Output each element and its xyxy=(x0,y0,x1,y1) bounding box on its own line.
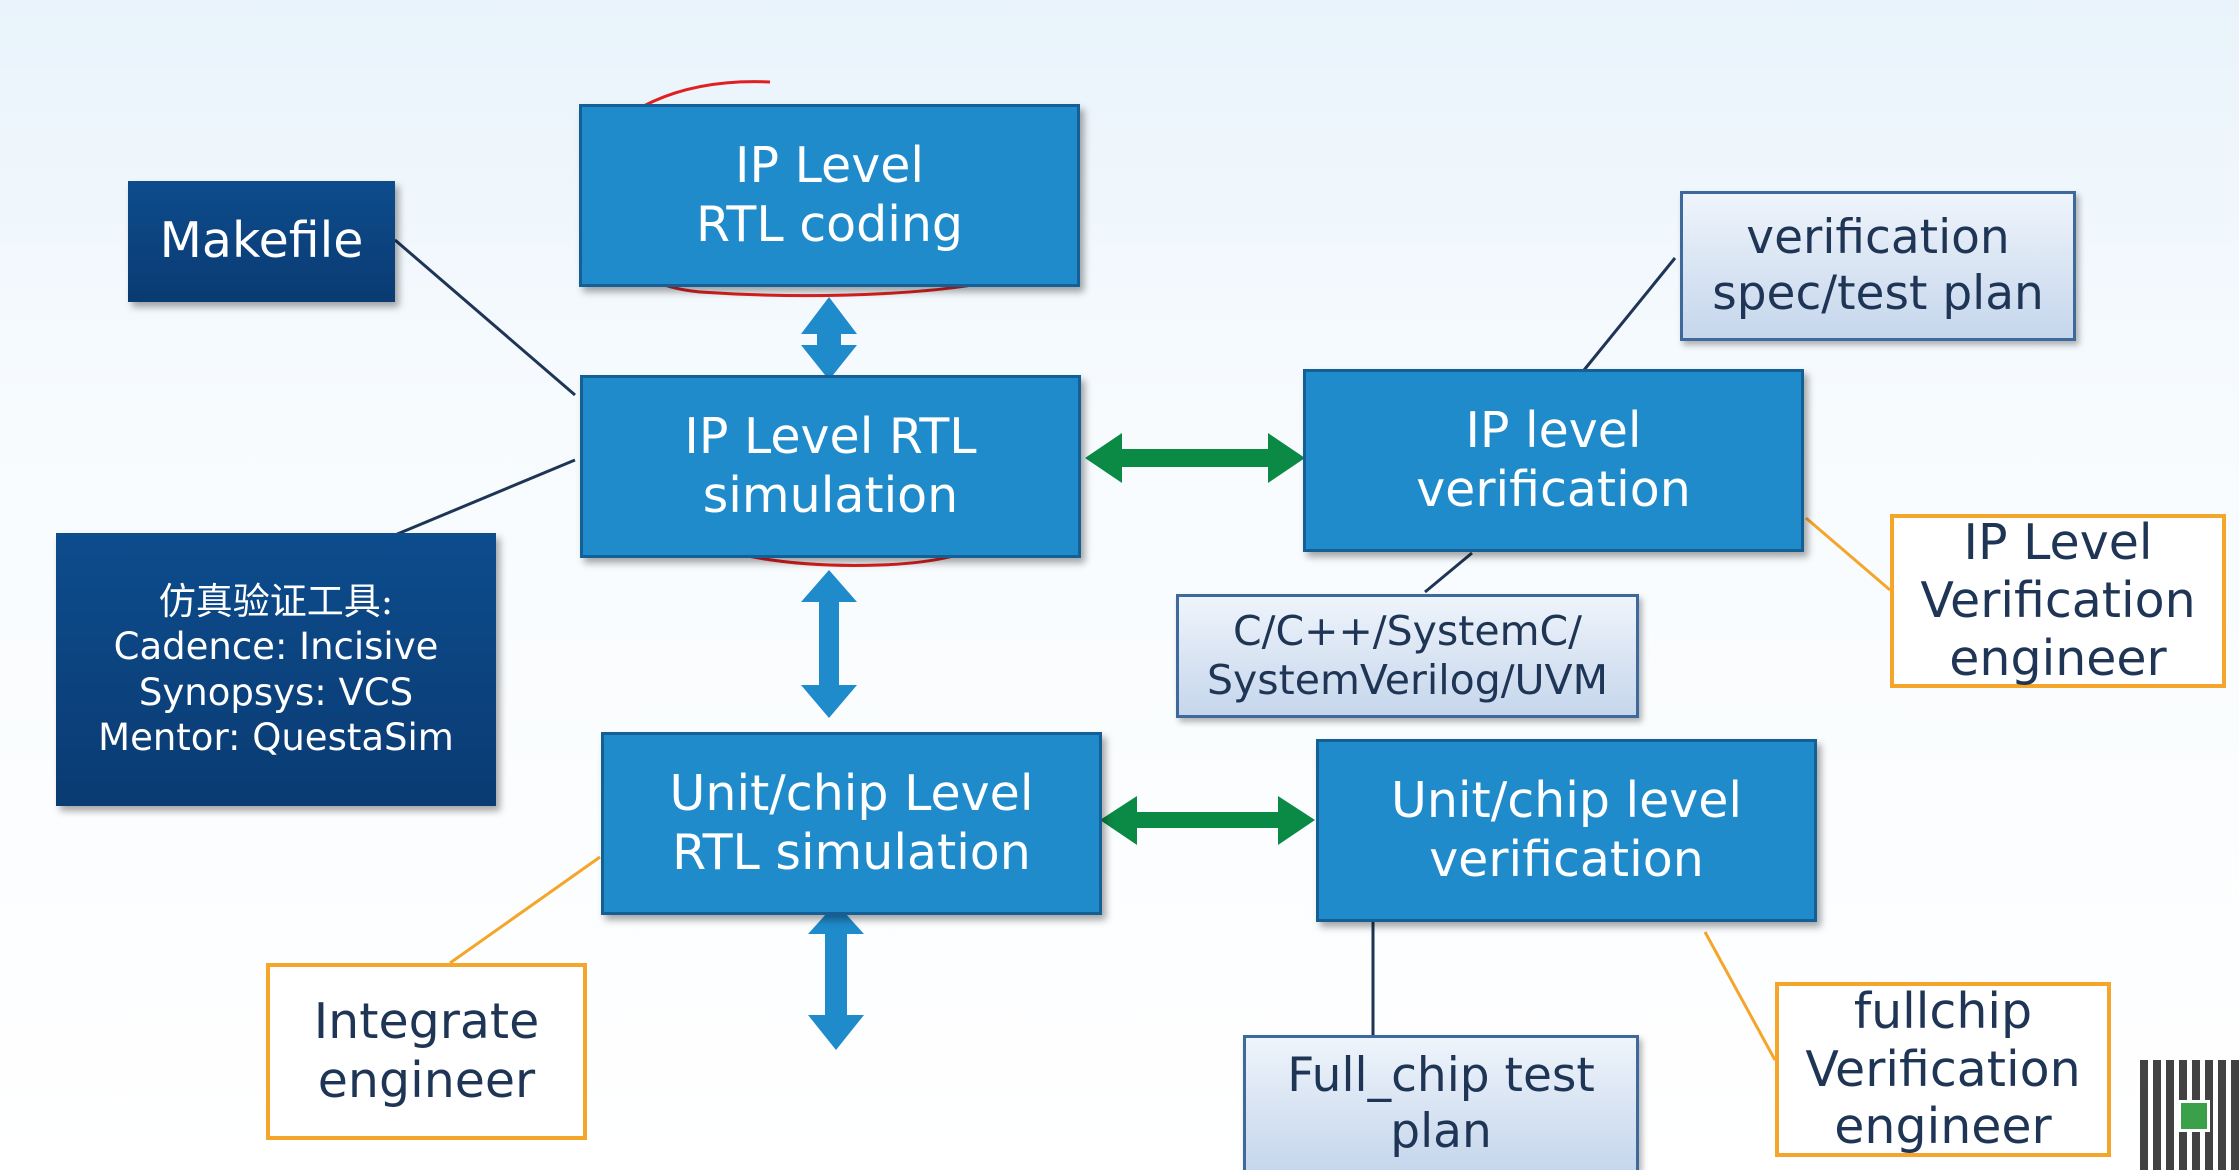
ip-rtl-sim-line1: IP Level RTL xyxy=(684,407,977,465)
verification-spec-box: verification spec/test plan xyxy=(1680,191,2076,341)
ip-rtl-sim-line2: simulation xyxy=(702,466,959,524)
makefile-label: Makefile xyxy=(159,212,364,270)
sim-tools-cadence: Cadence: Incisive xyxy=(113,625,439,669)
integrate-engineer-box: Integrate engineer xyxy=(266,963,587,1140)
fullchip-plan-line1: Full_chip test xyxy=(1287,1047,1595,1103)
languages-line2: SystemVerilog/UVM xyxy=(1207,656,1608,704)
verif-spec-line2: spec/test plan xyxy=(1712,266,2044,321)
fullchip-test-plan-box: Full_chip test plan xyxy=(1243,1035,1639,1170)
ip-rtl-simulation-box: IP Level RTL simulation xyxy=(580,375,1081,558)
fullchip-verification-engineer-box: fullchip Verification engineer xyxy=(1775,982,2111,1157)
qr-code-center xyxy=(2178,1100,2210,1132)
simulation-tools-box: 仿真验证工具: Cadence: Incisive Synopsys: VCS … xyxy=(56,533,496,806)
ip-rtl-coding-line1: IP Level xyxy=(735,136,924,194)
unit-verif-line1: Unit/chip level xyxy=(1390,771,1743,829)
fullchip-engineer-line2: Verification xyxy=(1805,1040,2081,1098)
ip-rtl-coding-box: IP Level RTL coding xyxy=(579,104,1080,287)
double-arrow-ipsim-unitsim xyxy=(801,570,857,718)
ip-engineer-line2: Verification xyxy=(1920,572,2196,630)
sim-tools-synopsys: Synopsys: VCS xyxy=(138,670,414,714)
unit-rtl-sim-line2: RTL simulation xyxy=(672,823,1031,881)
ip-engineer-connector xyxy=(1805,516,1891,592)
fullchip-plan-line2: plan xyxy=(1390,1104,1492,1159)
languages-connector xyxy=(1424,551,1473,594)
ip-verif-line2: verification xyxy=(1416,460,1691,518)
double-arrow-ipsim-ipverif xyxy=(1085,433,1305,483)
sim-tools-connector xyxy=(394,458,576,537)
unit-rtl-sim-line1: Unit/chip Level xyxy=(669,764,1034,822)
fullchip-engineer-line1: fullchip xyxy=(1853,982,2033,1040)
verif-spec-line1: verification xyxy=(1746,209,2010,265)
ip-verif-line1: IP level xyxy=(1465,401,1642,459)
double-arrow-unitsim-unitverif xyxy=(1100,796,1315,845)
unit-rtl-simulation-box: Unit/chip Level RTL simulation xyxy=(601,732,1102,915)
arrow-unitsim-down xyxy=(808,903,864,1050)
languages-line1: C/C++/SystemC/ xyxy=(1233,606,1582,655)
makefile-connector xyxy=(394,238,576,397)
fullchip-engineer-connector xyxy=(1703,931,1777,1061)
ip-verification-box: IP level verification xyxy=(1303,369,1804,552)
sim-tools-mentor: Mentor: QuestaSim xyxy=(98,715,454,759)
integrate-line2: engineer xyxy=(317,1051,536,1109)
unit-verification-box: Unit/chip level verification xyxy=(1316,739,1817,922)
sim-tools-heading: 仿真验证工具: xyxy=(158,580,394,624)
verif-spec-connector xyxy=(1578,257,1677,376)
unit-verif-line2: verification xyxy=(1429,830,1704,888)
fullchip-engineer-line3: engineer xyxy=(1834,1098,2052,1156)
integrate-connector xyxy=(449,855,601,965)
integrate-line1: Integrate xyxy=(313,992,540,1050)
ip-engineer-line1: IP Level xyxy=(1963,514,2153,572)
makefile-box: Makefile xyxy=(128,181,395,302)
double-arrow-coding-sim xyxy=(801,297,857,380)
languages-box: C/C++/SystemC/ SystemVerilog/UVM xyxy=(1176,594,1639,718)
ip-rtl-coding-line2: RTL coding xyxy=(695,195,964,253)
ip-engineer-line3: engineer xyxy=(1949,629,2167,687)
ip-verification-engineer-box: IP Level Verification engineer xyxy=(1890,514,2226,688)
